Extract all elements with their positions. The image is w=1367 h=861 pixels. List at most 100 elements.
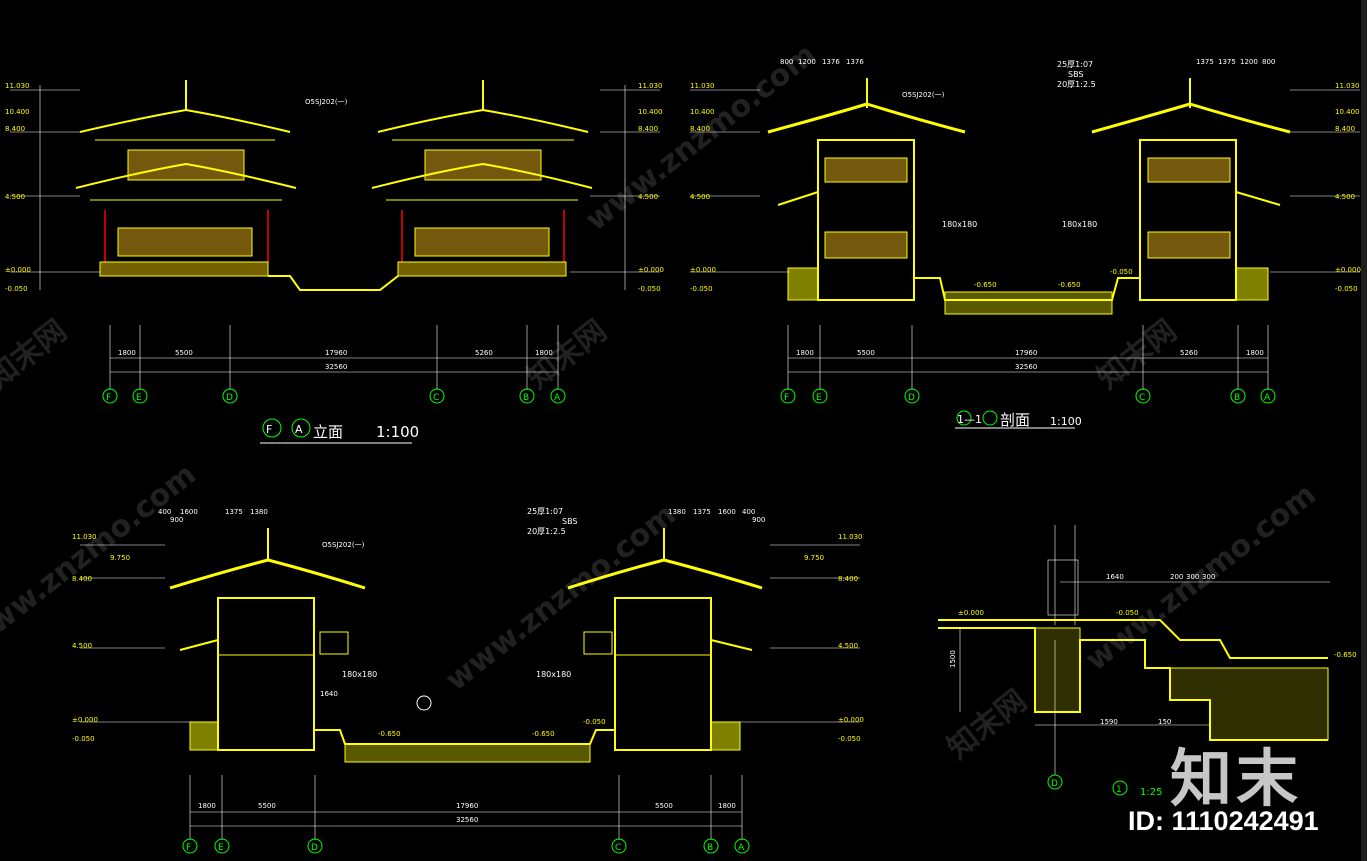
sec1-level: 8.400 bbox=[690, 125, 710, 133]
elevation-scale: 1:100 bbox=[376, 423, 419, 441]
sec1-level: ±0.000 bbox=[1335, 266, 1361, 274]
sec1-top-dim: 1200 bbox=[1240, 58, 1258, 66]
elev-axis-label: D bbox=[226, 393, 233, 403]
elev-level-right: 4.500 bbox=[638, 193, 658, 201]
sec2-top-dim: 900 bbox=[170, 516, 183, 524]
elevation-right-pavilion bbox=[371, 80, 593, 277]
elevation-title-axis-1: F bbox=[266, 423, 272, 436]
sec2-axis-label: D bbox=[311, 843, 318, 853]
detail-bottom-dim: 1590 bbox=[1100, 718, 1118, 726]
brand-logo: 知末 bbox=[1170, 742, 1303, 815]
elev-level-right: 10.400 bbox=[638, 108, 663, 116]
sec1-level: -0.050 bbox=[690, 285, 713, 293]
sec2-top-dim: 1600 bbox=[718, 508, 736, 516]
detail-top-dim: 200 bbox=[1170, 573, 1183, 581]
sec1-note-ref: O5SJ202(一) bbox=[902, 91, 945, 99]
sec1-ground: -0.050 bbox=[1110, 268, 1133, 276]
sec2-span: 5500 bbox=[655, 802, 673, 810]
sec1-level: 10.400 bbox=[690, 108, 715, 116]
sec2-top-dim: 1380 bbox=[250, 508, 268, 516]
sec2-beam: 180x180 bbox=[536, 670, 571, 679]
sec2-roof-note: 20厚1:2.5 bbox=[527, 527, 566, 536]
elev-level-left: 4.500 bbox=[5, 193, 25, 201]
sec1-level: 11.030 bbox=[690, 82, 715, 90]
detail-scale: 1:25 bbox=[1140, 787, 1162, 798]
elev-total: 32560 bbox=[325, 363, 347, 371]
sec1-top-dim: 800 bbox=[1262, 58, 1275, 66]
elev-span: 1800 bbox=[535, 349, 553, 357]
sec1-level: 10.400 bbox=[1335, 108, 1360, 116]
sec1-level: ±0.000 bbox=[690, 266, 716, 274]
sec2-top-dim: 400 bbox=[158, 508, 171, 516]
sec2-level: 9.750 bbox=[804, 554, 824, 562]
sec2-roof-note: 25厚1:07 bbox=[527, 507, 563, 516]
sec1-span: 1800 bbox=[1246, 349, 1264, 357]
detail-level: -0.050 bbox=[1116, 609, 1139, 617]
sec2-level: 4.500 bbox=[838, 642, 858, 650]
sec1-axis-label: D bbox=[908, 393, 915, 403]
sec2-level: 11.030 bbox=[72, 533, 97, 541]
sec1-level: 4.500 bbox=[690, 193, 710, 201]
elev-axis-label: A bbox=[554, 393, 561, 403]
elev-level-right: ±0.000 bbox=[638, 266, 664, 274]
elev-axis-label: E bbox=[136, 393, 142, 403]
sec1-axis-label: C bbox=[1139, 393, 1145, 403]
detail-level: ±0.000 bbox=[958, 609, 984, 617]
sec2-level: -0.050 bbox=[72, 735, 95, 743]
sec2-level: 4.500 bbox=[72, 642, 92, 650]
section-1-1-view bbox=[690, 78, 1360, 429]
detail-1-view bbox=[938, 525, 1330, 796]
sec2-mid-dim: 1640 bbox=[320, 690, 338, 698]
detail-mark: 1 bbox=[1116, 785, 1122, 795]
elev-axis-label: C bbox=[433, 393, 439, 403]
sec2-total: 32560 bbox=[456, 816, 478, 824]
sec1-level: 8.400 bbox=[1335, 125, 1355, 133]
elev-level-right: -0.050 bbox=[638, 285, 661, 293]
elev-axis-label: B bbox=[523, 393, 529, 403]
sec2-axis-label: A bbox=[738, 843, 745, 853]
sec1-axis-label: A bbox=[1264, 393, 1271, 403]
elevation-title-axis-2: A bbox=[295, 423, 303, 436]
elev-level-left: 10.400 bbox=[5, 108, 30, 116]
axis-bubbles bbox=[102, 388, 1276, 854]
detail-top-dim: 300 bbox=[1186, 573, 1199, 581]
section-1-1-scale: 1:100 bbox=[1050, 415, 1082, 428]
detail-top-dim: 300 bbox=[1202, 573, 1215, 581]
sec2-level: ±0.000 bbox=[838, 716, 864, 724]
sec1-span: 5500 bbox=[857, 349, 875, 357]
sec1-axis-label: F bbox=[784, 393, 789, 403]
sec1-beam: 180x180 bbox=[1062, 220, 1097, 229]
sec2-top-dim: 400 bbox=[742, 508, 755, 516]
sec1-top-dim: 1200 bbox=[798, 58, 816, 66]
sec2-axis-label: C bbox=[615, 843, 621, 853]
sec1-top-dim: 1376 bbox=[822, 58, 840, 66]
sec1-level: 4.500 bbox=[1335, 193, 1355, 201]
detail-bottom-dim: 150 bbox=[1158, 718, 1171, 726]
elevation-title: 立面 bbox=[313, 423, 343, 441]
sec2-level: 9.750 bbox=[110, 554, 130, 562]
sec2-level: 8.400 bbox=[72, 575, 92, 583]
elev-span: 5500 bbox=[175, 349, 193, 357]
section-1-1-mark: 1—1 bbox=[957, 413, 982, 426]
sec1-roof-note: SBS bbox=[1068, 70, 1084, 79]
sec1-top-dim: 800 bbox=[780, 58, 793, 66]
sec2-axis-label: B bbox=[707, 843, 713, 853]
image-id-label: ID: 1110242491 bbox=[1128, 806, 1319, 836]
sec2-top-dim: 1380 bbox=[668, 508, 686, 516]
sec1-roof-note: 25厚1:07 bbox=[1057, 60, 1093, 69]
sec2-ground: -0.650 bbox=[532, 730, 555, 738]
elev-span: 1800 bbox=[118, 349, 136, 357]
sec2-level: ±0.000 bbox=[72, 716, 98, 724]
scrollbar-track[interactable] bbox=[1361, 0, 1367, 861]
sec1-roof-note: 20厚1:2.5 bbox=[1057, 80, 1096, 89]
sec2-axis-label: E bbox=[218, 843, 224, 853]
sec2-span: 1800 bbox=[718, 802, 736, 810]
elev-span: 17960 bbox=[325, 349, 347, 357]
section-2-view bbox=[80, 528, 860, 840]
elevation-left-pavilion bbox=[75, 80, 297, 277]
sec1-span: 5260 bbox=[1180, 349, 1198, 357]
sec1-axis-label: B bbox=[1234, 393, 1240, 403]
sec2-span: 17960 bbox=[456, 802, 478, 810]
sec2-roof-note: SBS bbox=[562, 517, 578, 526]
